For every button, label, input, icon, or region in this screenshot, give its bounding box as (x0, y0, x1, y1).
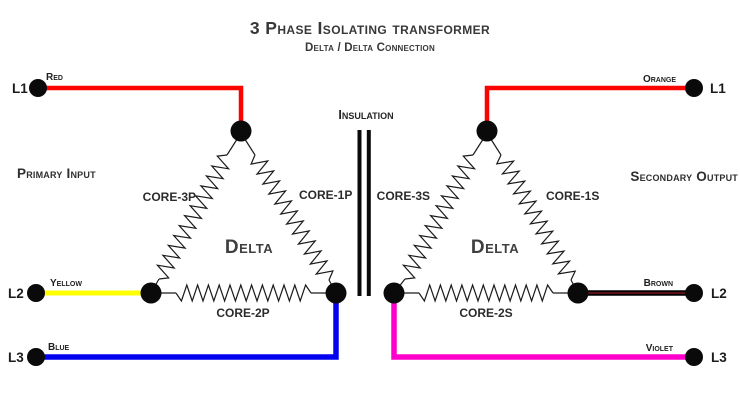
winding-core-2p (175, 283, 312, 303)
secondary-l3-label: L3 (711, 350, 727, 365)
insulation-label: Insulation (338, 108, 393, 122)
primary-l3-terminal (27, 348, 45, 366)
diagram-title: 3 Phase Isolating transformer (250, 18, 490, 38)
primary-bottom-right-node (325, 282, 347, 304)
blue-wire-label: Blue (48, 342, 70, 353)
secondary-bottom-left-node (383, 282, 405, 304)
insulation-barrier (357, 130, 371, 296)
secondary-bottom-right-node (567, 282, 589, 304)
primary-l1-red-wire (38, 85, 244, 131)
secondary-delta-label: Delta (471, 237, 519, 258)
winding-leads (150, 132, 579, 294)
secondary-l3-terminal (685, 348, 703, 366)
primary-section-label: Primary Input (17, 166, 96, 181)
core-1p-label: CORE-1P (299, 188, 352, 202)
winding-core-1s (495, 154, 577, 281)
primary-delta-label: Delta (225, 237, 273, 258)
primary-apex-node (230, 120, 252, 142)
primary-l1-label: L1 (12, 81, 28, 96)
secondary-l2-terminal (685, 284, 703, 302)
core-2p-label: CORE-2P (216, 306, 269, 320)
primary-l2-label: L2 (8, 286, 24, 301)
red-wire-label: Red (46, 72, 63, 83)
secondary-l1-label: L1 (710, 81, 726, 96)
winding-coils (155, 154, 577, 303)
violet-wire-label: Violet (646, 343, 674, 354)
orange-wire-label: Orange (643, 74, 676, 85)
secondary-section-label: Secondary Output (630, 169, 738, 184)
brown-wire-label: Brown (644, 278, 673, 289)
primary-l1-terminal (29, 79, 47, 97)
secondary-l2-label: L2 (711, 286, 727, 301)
diagram-subtitle: Delta / Delta Connection (305, 42, 435, 54)
yellow-wire-label: Yellow (50, 278, 82, 289)
primary-l3-label: L3 (8, 350, 24, 365)
secondary-l1-orange-wire (484, 85, 694, 131)
secondary-l1-terminal (685, 79, 703, 97)
core-3p-label: CORE-3P (143, 190, 196, 204)
winding-core-3p (155, 154, 231, 280)
secondary-l3-violet-wire (391, 295, 694, 360)
primary-l2-terminal (27, 284, 45, 302)
primary-l3-blue-wire (36, 295, 339, 360)
core-3s-label: CORE-3S (377, 189, 430, 203)
winding-core-3s (401, 154, 477, 280)
core-2s-label: CORE-2S (459, 306, 512, 320)
junction-nodes (27, 79, 703, 366)
insulation-bar-left (357, 130, 362, 296)
wires (36, 85, 694, 360)
winding-core-2s (418, 283, 554, 303)
secondary-apex-node (476, 120, 498, 142)
primary-bottom-left-node (140, 282, 162, 304)
winding-core-1p (250, 154, 334, 281)
insulation-bar-right (366, 130, 371, 296)
core-1s-label: CORE-1S (546, 189, 599, 203)
